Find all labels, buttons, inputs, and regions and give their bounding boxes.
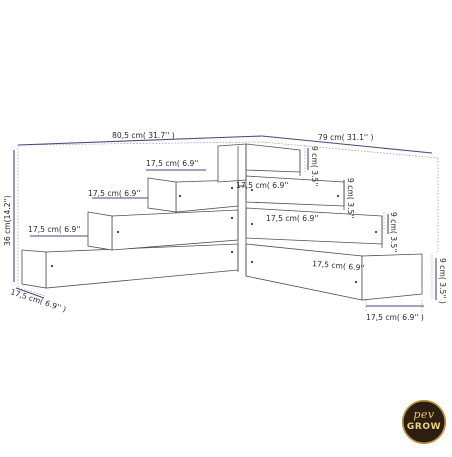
construction-lines: [17, 141, 439, 312]
step-height-lower: 9 cm( 3.5'': [389, 212, 398, 252]
right-tier-1-end: [361, 253, 423, 301]
step-height-middle: 9 cm( 3.5'': [346, 178, 355, 218]
left-tier-2-end: [87, 211, 113, 251]
step-width-left-3: 17,5 cm( 6.9'': [146, 159, 199, 168]
overall-depth-label: 79 cm( 31.1'' ): [318, 133, 374, 142]
left-tier-3-end: [147, 177, 177, 213]
top-box-front: [217, 143, 247, 183]
bottom-right-width-label: 17,5 cm( 6.9'' ): [366, 313, 424, 322]
left-tier-1-end: [21, 249, 47, 289]
logo-bottom-text: GROW: [406, 422, 442, 432]
top-box-side: [245, 143, 301, 173]
base-height-label: 9 cm( 3.5'' ): [438, 258, 447, 304]
brand-logo: pev GROW: [402, 400, 446, 444]
step-width-left-2: 17,5 cm( 6.9'': [88, 189, 141, 198]
left-tier-3: [175, 179, 239, 213]
left-tier-1: [45, 243, 239, 289]
step-width-left-1: 17,5 cm( 6.9'': [28, 225, 81, 234]
left-tier-2: [111, 209, 239, 251]
logo-badge-icon: [402, 400, 446, 444]
logo-top-text: pev: [413, 408, 435, 421]
step-height-top: 9 cm( 3.5'': [310, 146, 319, 186]
overall-width-label: 80,5 cm( 31.7'' ): [112, 131, 175, 140]
planter-object: [21, 143, 423, 301]
overall-height-label: 36 cm(14.2''): [3, 195, 12, 246]
step-width-right-2: 17,5 cm( 6.9'': [266, 214, 319, 223]
right-tier-1: [245, 243, 363, 301]
step-width-right-3: 17,5 cm( 6.9'': [236, 181, 289, 190]
front-depth-label: 17,5 cm( 6.9'' ): [9, 287, 67, 313]
